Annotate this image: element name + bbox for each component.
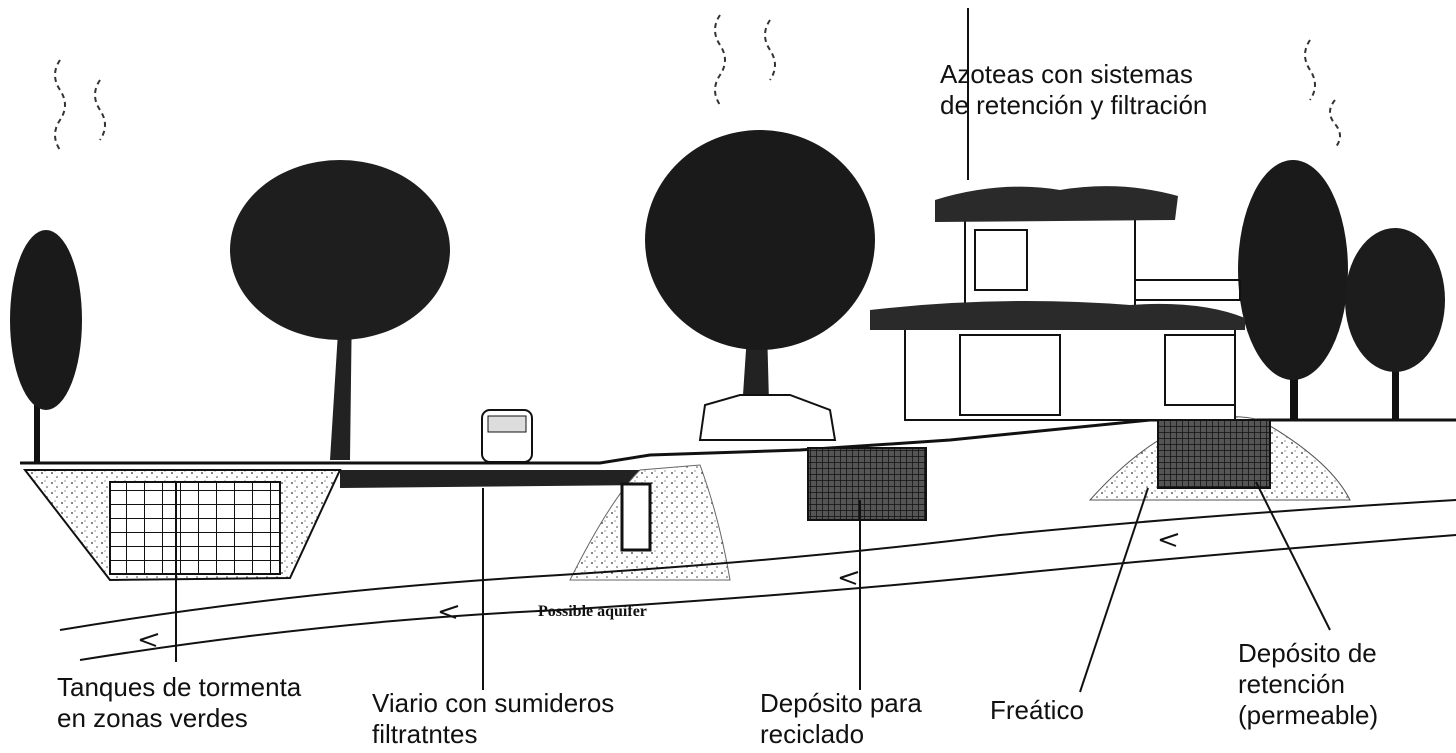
label-storm-tanks-line1: Tanques de tormenta [57,672,302,702]
recycling-deposit [807,447,927,521]
label-recycling-line2: reciclado [760,719,865,749]
label-roof-systems: Azoteas con sistemas de retención y filt… [940,59,1207,121]
green-roof-house [870,186,1245,421]
label-retention-line1: Depósito de [1238,638,1377,668]
evaporation-marks [54,14,1341,151]
car-road [481,409,533,463]
label-storm-tanks-line2: en zonas verdes [57,703,248,733]
tree-right [1238,160,1445,420]
label-retention-deposit: Depósito de retención (permeable) [1238,638,1378,731]
label-phreatic-line1: Freático [990,695,1084,725]
label-phreatic: Freático [990,695,1084,726]
label-recycling-deposit: Depósito para reciclado [760,688,922,750]
road-drain [620,482,652,552]
label-road-line2: filtratntes [372,719,478,749]
label-possible-aquifer: Possible aquifer [538,603,647,620]
tree-mid [230,160,450,460]
pointer-lines [175,8,1331,693]
label-roof-line2: de retención y filtración [940,90,1208,120]
label-retention-line2: retención [1238,669,1345,699]
tree-center [645,130,875,440]
label-roof-line1: Azoteas con sistemas [940,59,1193,89]
label-retention-line3: (permeable) [1238,700,1379,730]
tree-left [10,230,82,462]
label-road-line1: Viario con sumideros [372,688,615,718]
car-driveway [698,394,837,441]
label-recycling-line1: Depósito para [760,688,922,718]
label-road-drains: Viario con sumideros filtratntes [372,688,614,750]
aquifer-flow [59,499,1456,661]
retention-deposit [1157,419,1271,489]
label-storm-tanks: Tanques de tormenta en zonas verdes [57,672,301,734]
storm-tank [22,469,342,582]
